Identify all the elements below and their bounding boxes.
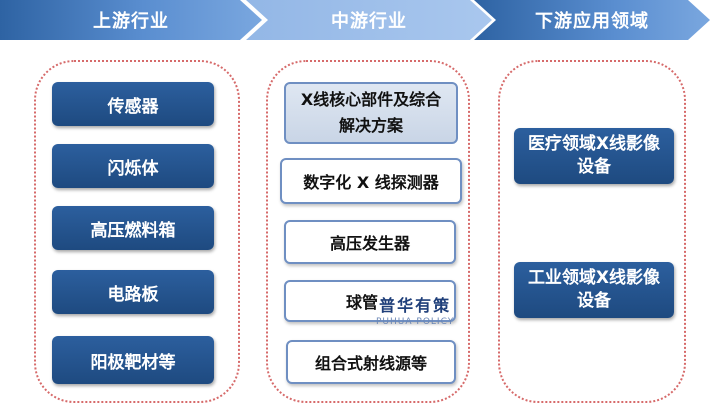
midstream-item-ray-source: 组合式射线源等 [286, 340, 456, 384]
upstream-header-label: 上游行业 [93, 11, 169, 32]
upstream-item-anode-target: 阳极靶材等 [52, 336, 214, 384]
midstream-item-core-solutions: X线核心部件及综合解决方案 [284, 82, 458, 144]
upstream-header: 上游行业 [0, 0, 262, 40]
midstream-item-tube: 球管 [284, 280, 456, 322]
downstream-header-label: 下游应用领域 [535, 11, 649, 32]
upstream-item-sensor: 传感器 [52, 82, 214, 126]
midstream-item-hv-generator: 高压发生器 [284, 220, 456, 264]
downstream-item-industrial: 工业领域X线影像设备 [514, 262, 674, 318]
upstream-container [34, 60, 240, 403]
midstream-item-detector: 数字化 X 线探测器 [280, 158, 462, 204]
upstream-item-fuel-tank: 高压燃料箱 [52, 206, 214, 250]
downstream-item-medical: 医疗领域X线影像设备 [514, 128, 674, 184]
downstream-container [498, 60, 686, 403]
upstream-item-scintillator: 闪烁体 [52, 144, 214, 188]
midstream-container [266, 60, 470, 403]
midstream-header: 中游行业 [246, 0, 492, 40]
downstream-header: 下游应用领域 [474, 0, 710, 40]
midstream-header-label: 中游行业 [331, 11, 407, 32]
upstream-item-circuit-board: 电路板 [52, 270, 214, 314]
